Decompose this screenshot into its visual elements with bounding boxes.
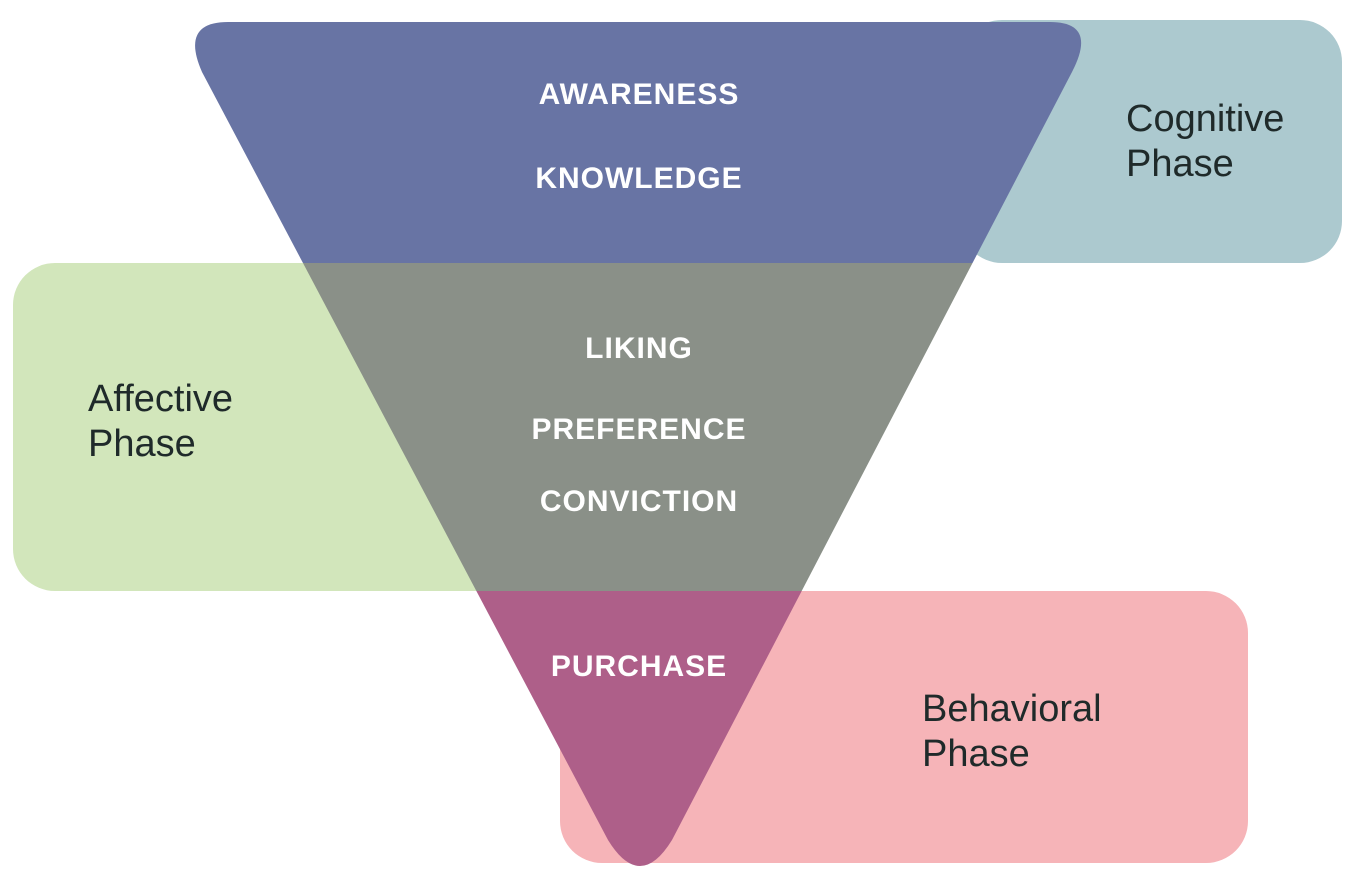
cognitive-phase-label: Cognitive Phase: [1126, 98, 1295, 185]
funnel-cognitive-band: [195, 22, 1082, 263]
stage-purchase: PURCHASE: [551, 650, 727, 683]
behavioral-phase-label-line1: Behavioral: [922, 688, 1102, 730]
stage-knowledge: KNOWLEDGE: [535, 162, 742, 195]
stage-conviction: CONVICTION: [540, 485, 738, 518]
behavioral-phase-label-line2: Phase: [922, 733, 1030, 775]
affective-phase-label-line1: Affective: [88, 378, 233, 420]
stage-awareness: AWARENESS: [539, 78, 740, 111]
stage-liking: LIKING: [585, 332, 693, 365]
cognitive-phase-label-line2: Phase: [1126, 143, 1234, 185]
affective-phase-label: Affective Phase: [88, 378, 244, 465]
affective-phase-label-line2: Phase: [88, 423, 196, 465]
behavioral-phase-label: Behavioral Phase: [922, 688, 1112, 775]
stage-preference: PREFERENCE: [531, 413, 746, 446]
cognitive-phase-label-line1: Cognitive: [1126, 98, 1284, 140]
